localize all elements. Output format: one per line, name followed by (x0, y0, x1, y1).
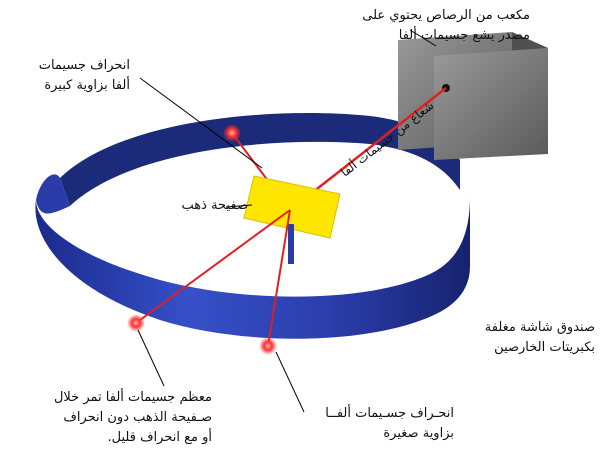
leader-most (137, 329, 165, 387)
lead-cube (398, 32, 548, 160)
foil-stand (288, 224, 294, 264)
label-small-angle-deflection: انحـراف جسـيمات ألفــا بزاوية صغيرة (325, 406, 454, 441)
screen-ring-left-edge (36, 174, 70, 214)
label-large-angle-deflection: انحراف جسيمات ألفا بزاوية كبيرة (38, 58, 130, 93)
screen-ring-back (60, 113, 460, 206)
leader-small (275, 351, 305, 413)
label-most-particles: معظم جسيمات ألفا تمر خلال صـفيحة الذهب د… (53, 390, 212, 445)
label-screen-box: صندوق شاشة مغلفة بكبريتات الخارصين (484, 320, 595, 355)
hit-spot-large-angle (223, 124, 241, 142)
screen-ring-front (35, 196, 470, 339)
leader-foil (225, 204, 253, 208)
label-lead-cube: مكعب من الرصاص يحتوي على مصدر يشع جسيمات… (362, 8, 530, 43)
label-gold-foil: صفيحة ذهب (181, 198, 248, 213)
hit-spot-most (127, 314, 145, 332)
leader-large-angle (139, 77, 263, 169)
gold-foil (243, 175, 341, 239)
leader-cube (409, 29, 437, 47)
hit-spot-small-angle (259, 337, 277, 355)
small-angle-path-1 (267, 209, 291, 347)
straight-path (135, 209, 291, 324)
